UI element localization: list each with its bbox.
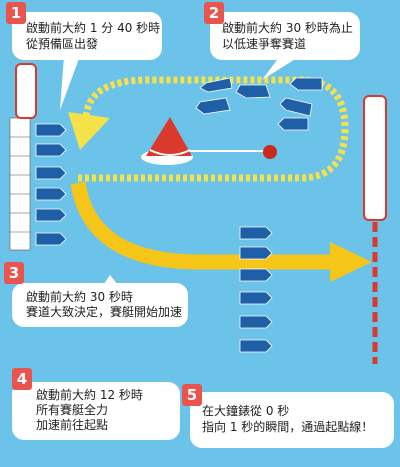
- boat-icon: [235, 84, 271, 99]
- boat-icon: [35, 166, 67, 180]
- boat-icon: [35, 123, 67, 137]
- holding-area: [9, 117, 31, 251]
- step-2-badge: 2: [204, 2, 224, 24]
- step-5-line-1: 在大鐘錶從 0 秒: [202, 404, 290, 418]
- step-2-line-1: 啟動前大約 30 秒時為止: [222, 21, 353, 35]
- callout-1-pointer: [60, 56, 80, 110]
- boat-icon: [195, 97, 231, 115]
- red-ball-icon: [263, 145, 277, 159]
- step-1-line-2: 從預備區出發: [26, 37, 99, 51]
- boat-icon: [239, 339, 273, 353]
- boat-icon: [35, 187, 67, 201]
- boat-icon: [199, 77, 233, 93]
- right-big-clock-icon: [363, 95, 387, 221]
- step-4-badge: 4: [12, 368, 32, 390]
- step-2-line-2: 以低速爭奪賽道: [222, 37, 307, 51]
- step-5-badge: 5: [182, 384, 202, 406]
- step-1-line-1: 啟動前大約 1 分 40 秒時: [26, 21, 161, 35]
- boat-icon: [239, 246, 273, 260]
- boat-icon: [239, 268, 273, 282]
- left-big-clock-icon: [15, 63, 37, 119]
- acceleration-arrowhead: [330, 242, 372, 282]
- callout-2-pointer: [262, 56, 300, 80]
- boat-icon: [239, 291, 273, 305]
- step-3-line-1: 啟動前大約 30 秒時: [26, 290, 133, 304]
- loop-arrowhead: [68, 112, 110, 150]
- competing-boats: [195, 77, 323, 131]
- boat-icon: [239, 226, 273, 240]
- accelerating-boats: [239, 226, 273, 353]
- step-1-callout: 啟動前大約 1 分 40 秒時 從預備區出發: [12, 12, 162, 60]
- step-3-badge: 3: [4, 262, 24, 284]
- step-4-line-1: 啟動前大約 12 秒時: [36, 388, 143, 402]
- boat-icon: [35, 143, 67, 157]
- acceleration-arrow-path: [70, 181, 330, 270]
- buoy-icon: [141, 117, 193, 165]
- boat-icon: [35, 232, 67, 246]
- boat-icon: [277, 117, 309, 131]
- step-4-callout: 啟動前大約 12 秒時 所有賽艇全力 加速前往起點: [12, 382, 180, 440]
- step-4-line-3: 加速前往起點: [36, 418, 109, 432]
- step-2-callout: 啟動前大約 30 秒時為止 以低速爭奪賽道: [210, 12, 360, 60]
- step-4-line-2: 所有賽艇全力: [36, 403, 109, 417]
- step-3-line-2: 賽道大致決定，賽艇開始加速: [26, 305, 183, 319]
- step-5-callout: 在大鐘錶從 0 秒 指向 1 秒的瞬間，通過起點線！: [190, 392, 394, 448]
- step-1-badge: 1: [6, 2, 26, 24]
- boat-icon: [35, 208, 67, 222]
- boat-icon: [239, 315, 273, 329]
- approach-loop-path: [78, 76, 349, 182]
- boat-icon: [289, 77, 323, 91]
- step-5-line-2: 指向 1 秒的瞬間，通過起點線！: [202, 420, 374, 434]
- step-3-callout: 啟動前大約 30 秒時 賽道大致決定，賽艇開始加速: [12, 283, 188, 327]
- holding-boats: [35, 123, 67, 246]
- boat-icon: [279, 97, 313, 117]
